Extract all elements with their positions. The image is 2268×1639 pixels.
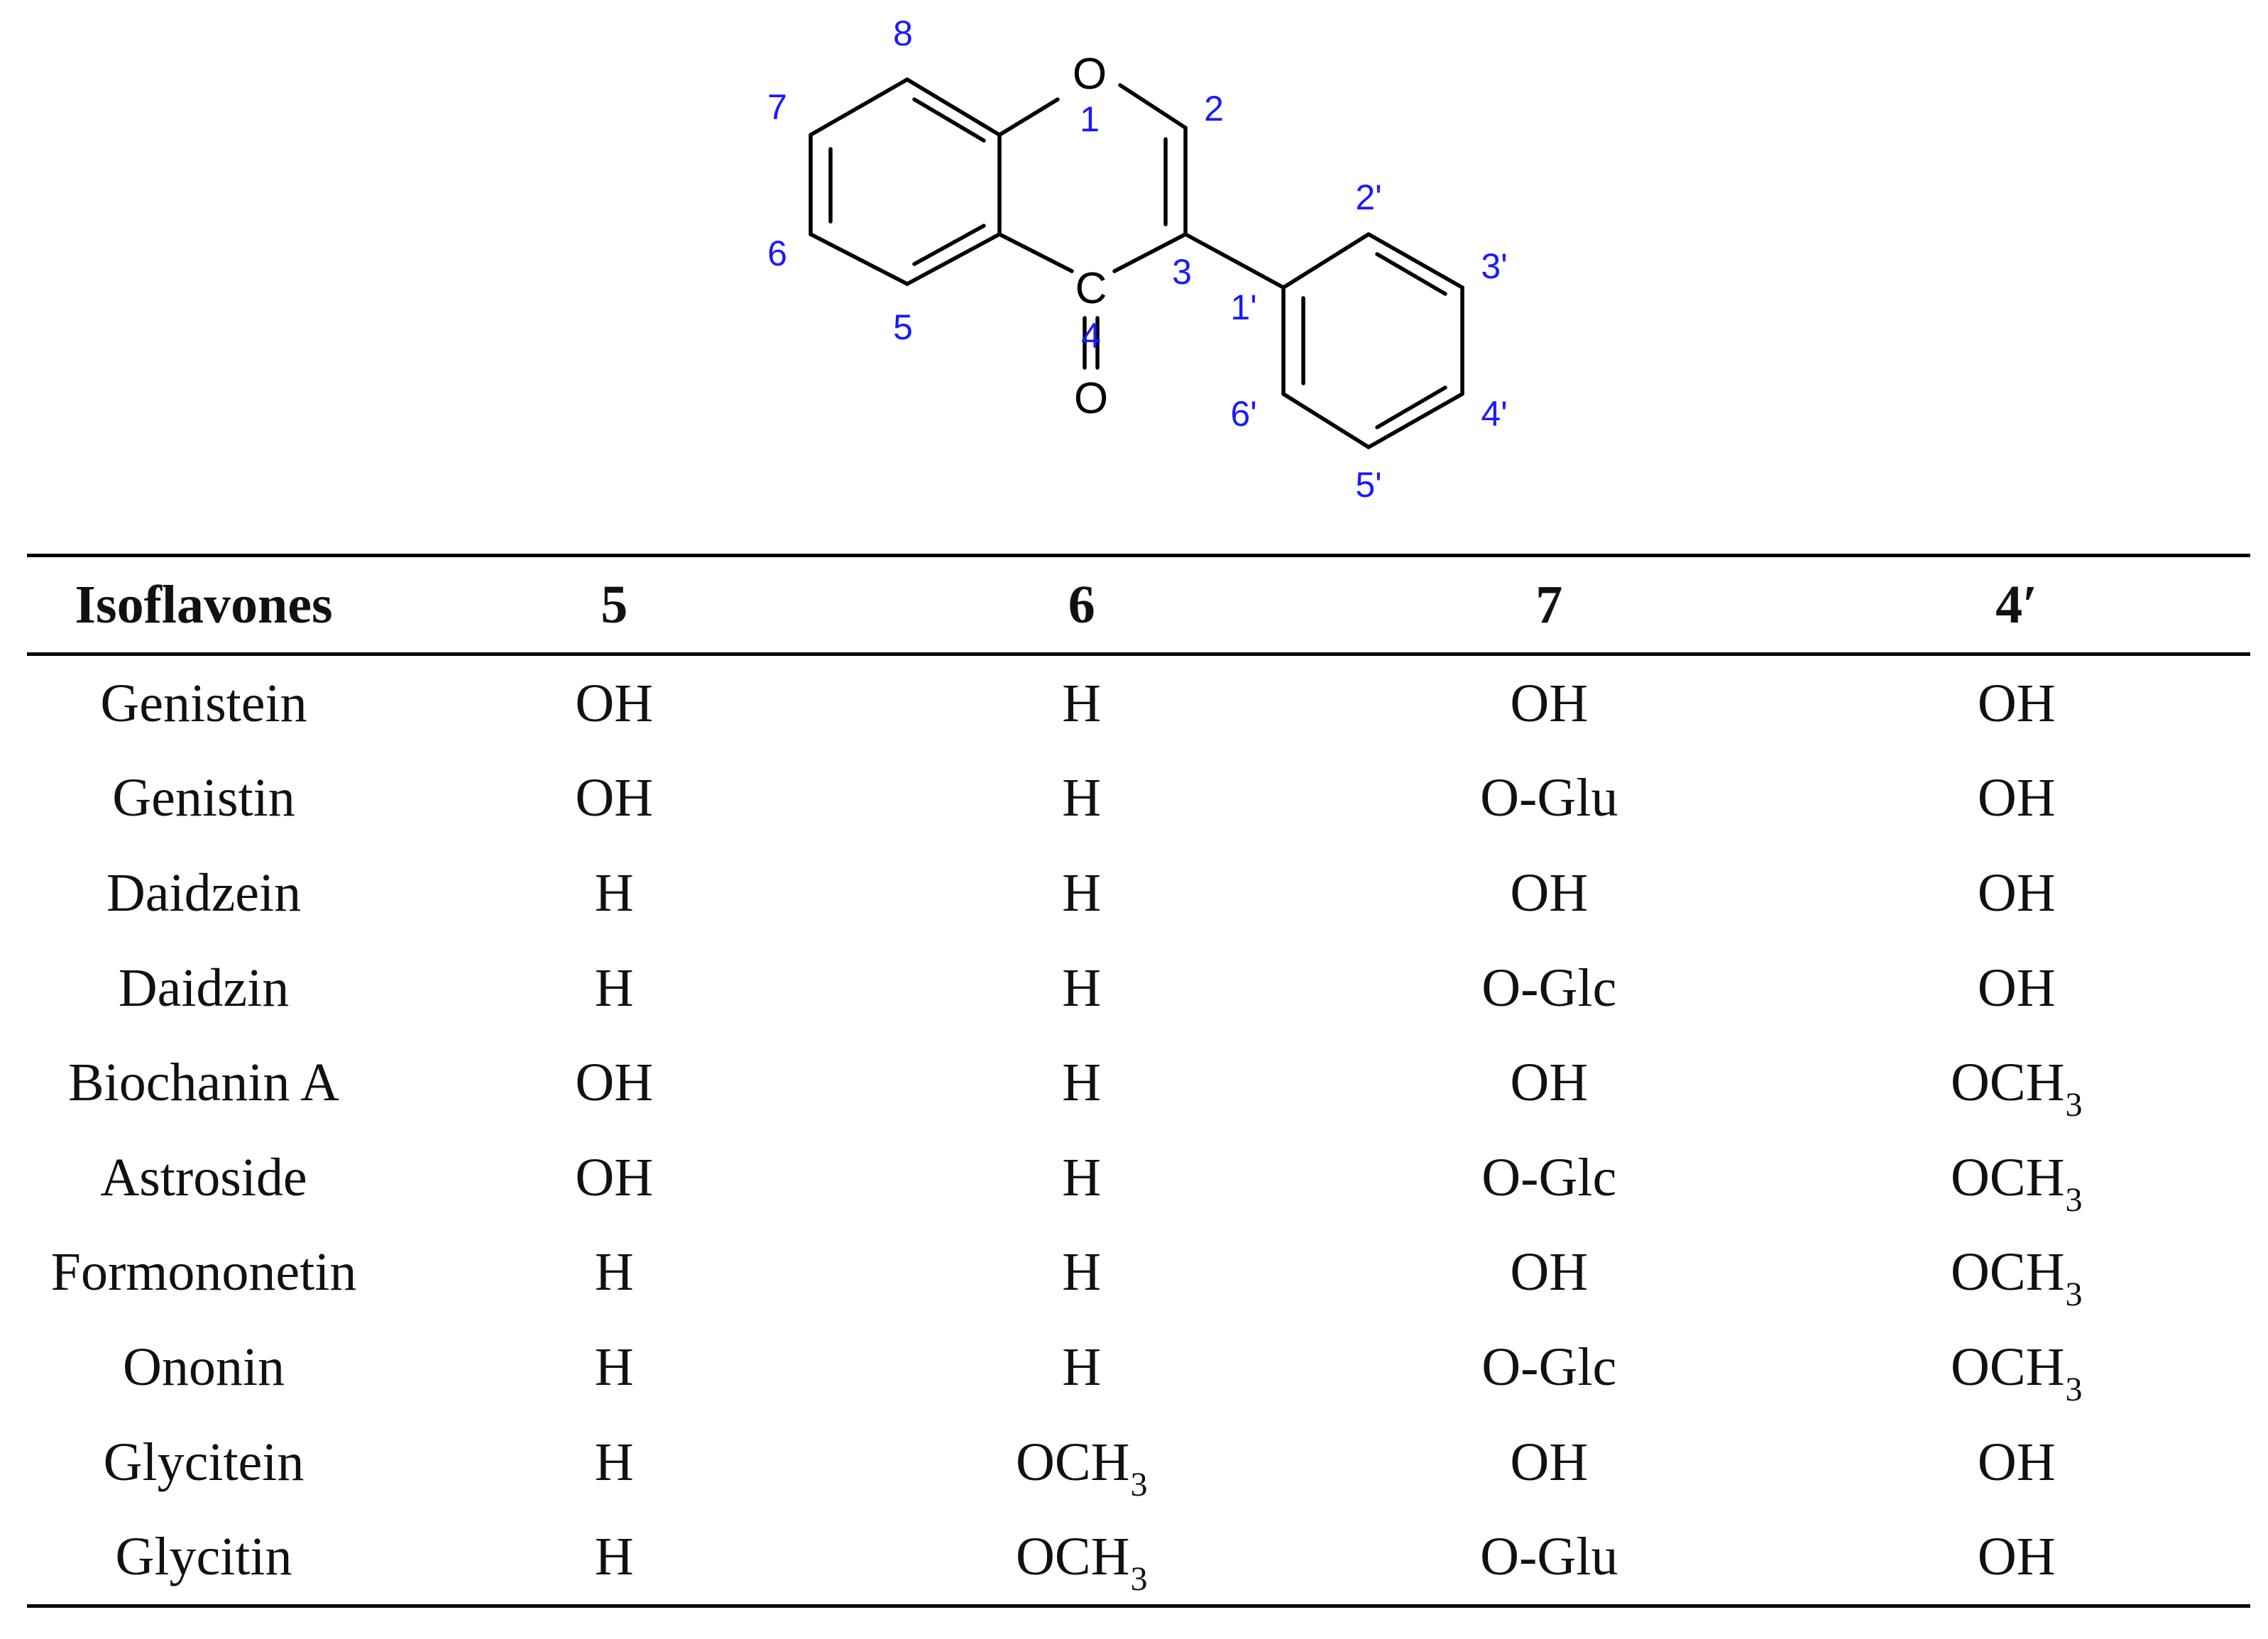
position-4-prime-substituent-cell: OCH3: [1951, 1337, 2083, 1408]
subscript: 3: [2065, 1180, 2083, 1219]
isoflavone-name-cell: Daidzin: [118, 958, 290, 1018]
position-8: 8: [893, 13, 913, 53]
subscript: 3: [1130, 1465, 1148, 1503]
table-row: Glycitin H OCH3 O-Glu OH: [27, 1509, 2250, 1606]
position-5-substituent-cell: H: [594, 1242, 634, 1303]
table-row: Glycitein H OCH3 OH OH: [27, 1415, 2250, 1510]
header-position-4-prime: 4′: [1995, 574, 2038, 635]
subscript: 3: [1130, 1560, 1148, 1599]
position-4-prime-substituent-cell: OH: [1977, 958, 2056, 1018]
position-6-prime: 6': [1230, 394, 1256, 434]
position-5-substituent-cell: OH: [575, 768, 654, 828]
table-row: Genistein OH H OH OH: [27, 654, 2250, 751]
position-6: 6: [767, 234, 787, 273]
position-5-prime: 5': [1355, 465, 1381, 505]
position-5-substituent-cell: H: [594, 1432, 634, 1492]
ring-c: [997, 83, 1188, 370]
position-5-substituent-cell: H: [594, 862, 634, 923]
position-6-substituent-cell: OCH3: [1016, 1432, 1148, 1503]
position-7-substituent-cell: OH: [1510, 1242, 1589, 1303]
position-4-prime-substituent-cell: OCH3: [1951, 1242, 2083, 1314]
position-6-substituent-cell: OCH3: [1016, 1527, 1148, 1599]
position-5: 5: [893, 307, 913, 347]
isoflavone-name-cell: Genistin: [112, 768, 295, 828]
position-7-substituent-cell: O-Glu: [1480, 768, 1618, 828]
isoflavone-name-cell: Biochanin A: [67, 1053, 340, 1113]
position-4: 4: [1081, 316, 1101, 356]
position-4-prime: 4': [1481, 394, 1507, 434]
position-5-substituent-cell: OH: [575, 673, 654, 733]
isoflavone-name-cell: Astroside: [100, 1147, 307, 1207]
header-position-7: 7: [1535, 574, 1563, 635]
isoflavone-name-cell: Ononin: [123, 1337, 285, 1397]
position-7-substituent-cell: OH: [1510, 1432, 1589, 1492]
position-6-substituent-cell: H: [1062, 862, 1102, 923]
subscript: 3: [2065, 1370, 2083, 1408]
position-3-prime: 3': [1481, 246, 1507, 286]
position-3: 3: [1172, 252, 1192, 292]
position-5-substituent-cell: OH: [575, 1147, 654, 1207]
oxygen-1-label: O: [1073, 50, 1107, 99]
subscript: 3: [2065, 1276, 2083, 1314]
position-7-substituent-cell: O-Glc: [1481, 958, 1617, 1018]
isoflavone-name-cell: Daidzein: [106, 862, 302, 923]
header-isoflavones: Isoflavones: [75, 574, 333, 635]
table-row: Biochanin A OH H OH OCH3: [27, 1035, 2250, 1130]
position-6-substituent-cell: H: [1062, 673, 1102, 733]
position-5-substituent-cell: OH: [575, 1053, 654, 1113]
position-5-substituent-cell: H: [594, 1527, 634, 1587]
position-4-prime-substituent-cell: OH: [1977, 673, 2056, 733]
position-6-substituent-cell: H: [1062, 1147, 1102, 1207]
position-7-substituent-cell: O-Glu: [1480, 1527, 1618, 1587]
isoflavone-name-cell: Genistein: [100, 673, 307, 733]
position-7-substituent-cell: O-Glc: [1481, 1147, 1617, 1207]
position-4-prime-substituent-cell: OH: [1977, 1527, 2056, 1587]
carbonyl-oxygen-label: O: [1074, 374, 1108, 423]
isoflavone-name-cell: Formononetin: [50, 1242, 357, 1303]
position-6-substituent-cell: H: [1062, 1053, 1102, 1113]
header-position-6: 6: [1068, 574, 1095, 635]
table-row: Formononetin H H OH OCH3: [27, 1225, 2250, 1320]
table-header-row: Isoflavones 5 6 7 4′: [27, 555, 2250, 654]
table-row: Ononin H H O-Glc OCH3: [27, 1320, 2250, 1415]
ring-a: [809, 77, 1002, 286]
position-4-prime-substituent-cell: OCH3: [1951, 1053, 2083, 1124]
table-row: Genistin OH H O-Glu OH: [27, 751, 2250, 846]
position-5-substituent-cell: H: [594, 958, 634, 1018]
position-5-substituent-cell: H: [594, 1337, 634, 1397]
position-1-prime: 1': [1230, 287, 1256, 327]
header-position-5: 5: [601, 574, 628, 635]
position-4-prime-substituent-cell: OCH3: [1951, 1147, 2083, 1219]
position-7-substituent-cell: OH: [1510, 1053, 1589, 1113]
isoflavone-name-cell: Glycitein: [103, 1432, 305, 1492]
carbon-4-label: C: [1075, 264, 1107, 313]
position-6-substituent-cell: H: [1062, 958, 1102, 1018]
position-6-substituent-cell: H: [1062, 1242, 1102, 1303]
position-4-prime-substituent-cell: OH: [1977, 768, 2056, 828]
position-6-substituent-cell: H: [1062, 768, 1102, 828]
table-row: Astroside OH H O-Glc OCH3: [27, 1130, 2250, 1225]
table-row: Daidzin H H O-Glc OH: [27, 941, 2250, 1036]
isoflavone-name-cell: Glycitin: [115, 1527, 292, 1587]
position-4-prime-substituent-cell: OH: [1977, 862, 2056, 923]
position-7-substituent-cell: OH: [1510, 862, 1589, 923]
position-7-substituent-cell: OH: [1510, 673, 1589, 733]
position-4-prime-substituent-cell: OH: [1977, 1432, 2056, 1492]
position-2: 2: [1204, 89, 1224, 128]
position-7: 7: [767, 87, 787, 127]
isoflavone-structure-diagram: O C O 1 2 3 4 5 6 7 8 1' 2' 3' 4' 5' 6': [767, 13, 1508, 505]
position-7-substituent-cell: O-Glc: [1481, 1337, 1617, 1397]
position-6-substituent-cell: H: [1062, 1337, 1102, 1397]
position-1: 1: [1080, 99, 1100, 139]
subscript: 3: [2065, 1086, 2083, 1124]
table-row: Daidzein H H OH OH: [27, 845, 2250, 941]
position-2-prime: 2': [1355, 177, 1381, 217]
ring-b: [1183, 232, 1464, 449]
